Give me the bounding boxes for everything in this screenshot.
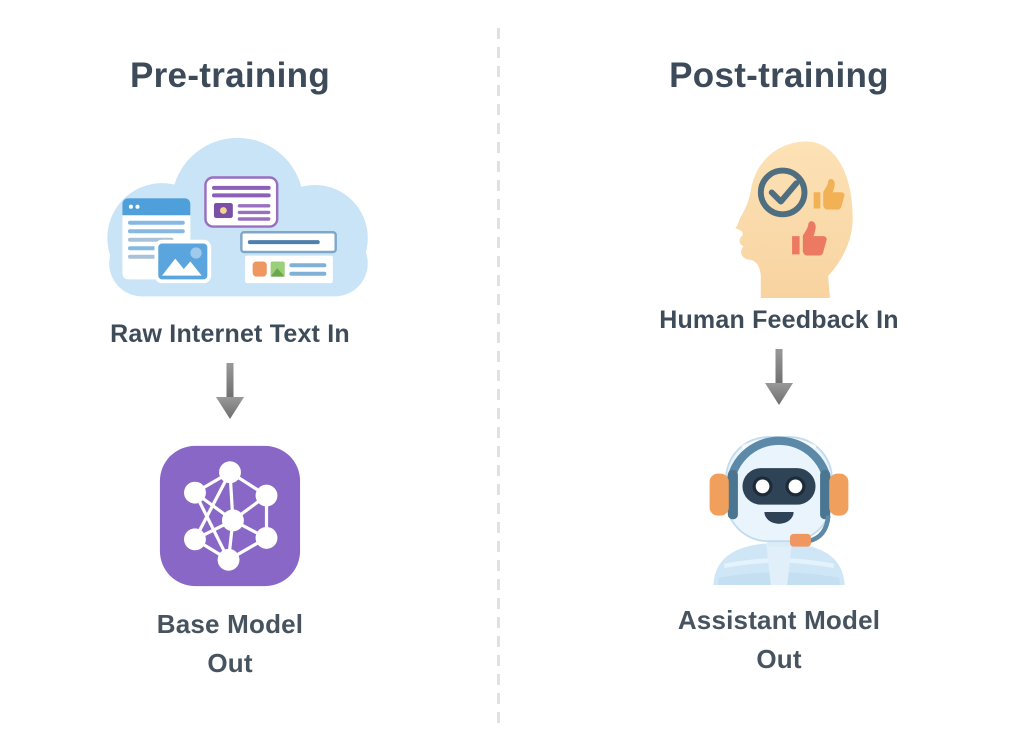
robot-torso <box>713 543 845 585</box>
thumb-up-orange-glyph <box>813 178 845 210</box>
post-training-title: Post-training <box>669 56 889 95</box>
robot-mouth <box>764 511 794 524</box>
pre-training-input-label: Raw Internet Text In <box>110 320 350 348</box>
thumb-up-red-glyph <box>792 221 827 256</box>
browser-window-glyph <box>122 198 212 284</box>
pre-training-output-label: Base Model Out <box>157 605 304 683</box>
output-label-line1: Base Model <box>156 609 304 639</box>
robot-visor <box>742 468 816 505</box>
neural-nodes <box>184 461 278 571</box>
dashed-divider <box>497 28 500 725</box>
article-card-glyph <box>204 176 279 228</box>
search-result-glyph <box>240 230 337 284</box>
output-label-line2: Out <box>756 644 802 674</box>
post-training-output-label: Assistant Model Out <box>678 601 880 679</box>
head-silhouette <box>735 141 853 298</box>
internet-cloud-icon <box>107 137 368 297</box>
human-feedback-icon <box>735 141 853 298</box>
pre-training-column: Pre-training <box>0 0 498 751</box>
down-arrow-icon <box>765 349 793 405</box>
check-circle-glyph <box>757 167 808 218</box>
post-training-column: Post-training Human Feedback In <box>500 0 1024 751</box>
robot-headphones <box>709 436 849 547</box>
output-label-line1: Assistant Model <box>677 605 881 635</box>
neural-network-icon <box>159 445 301 587</box>
assistant-robot-icon <box>709 436 849 585</box>
pre-training-title: Pre-training <box>129 56 330 95</box>
robot-mic-tip <box>789 533 811 547</box>
post-training-input-label: Human Feedback In <box>659 306 899 334</box>
down-arrow-icon <box>216 363 244 419</box>
output-label-line2: Out <box>207 648 253 678</box>
